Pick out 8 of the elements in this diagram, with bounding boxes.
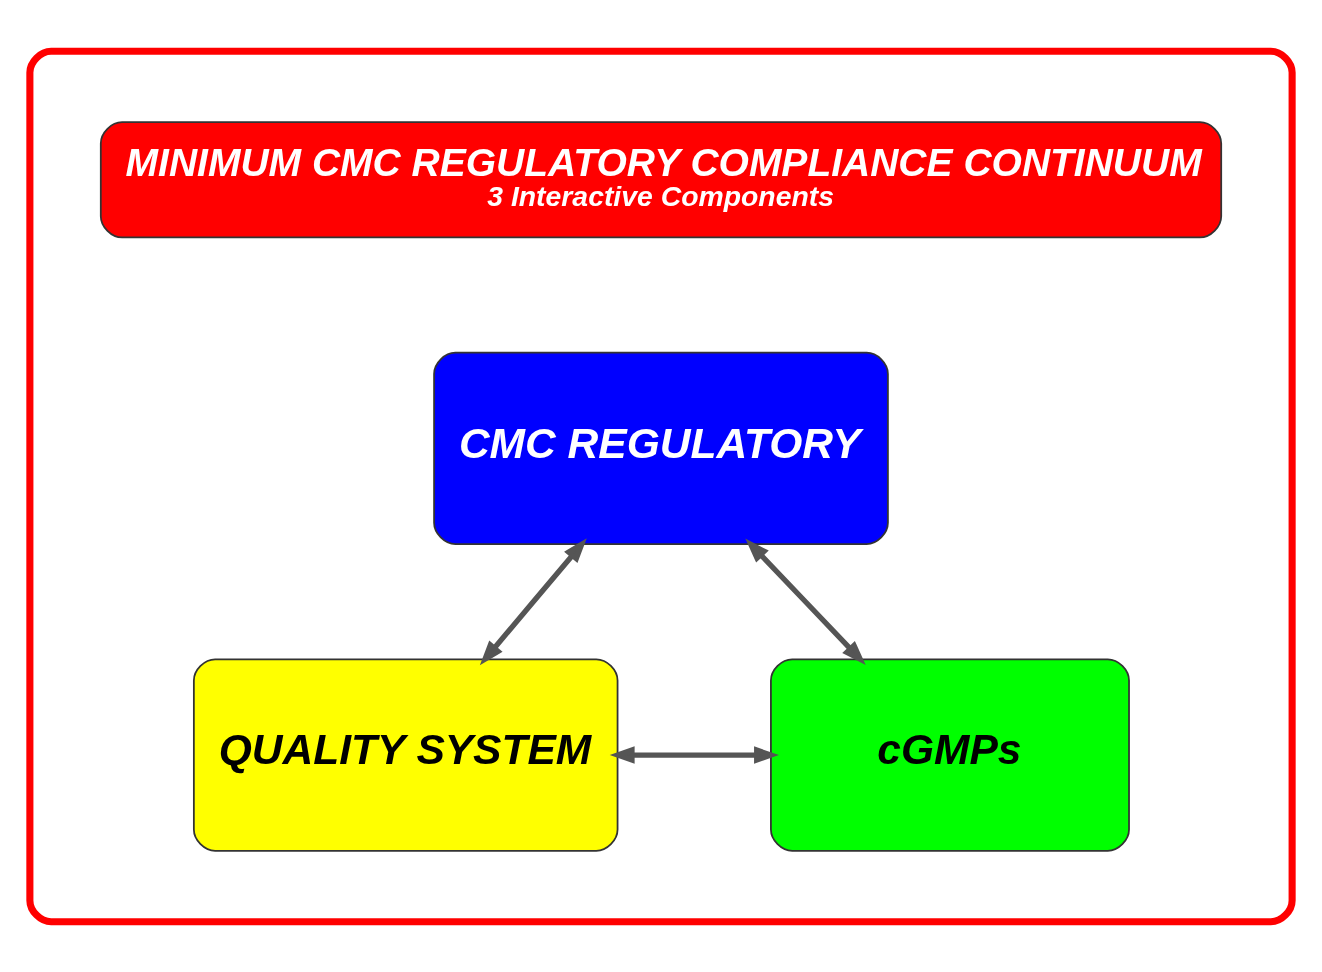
node-box: cGMPs <box>770 657 1130 852</box>
arrow <box>609 745 779 764</box>
node-box: CMC REGULATORY <box>433 351 889 545</box>
node-box: QUALITY SYSTEM <box>192 657 619 852</box>
arrow <box>479 537 587 665</box>
node-box: MINIMUM CMC REGULATORY COMPLIANCE CONTINUUM 3 Interactive Components <box>99 120 1223 238</box>
arrow <box>745 538 866 665</box>
cluster <box>26 47 1296 925</box>
